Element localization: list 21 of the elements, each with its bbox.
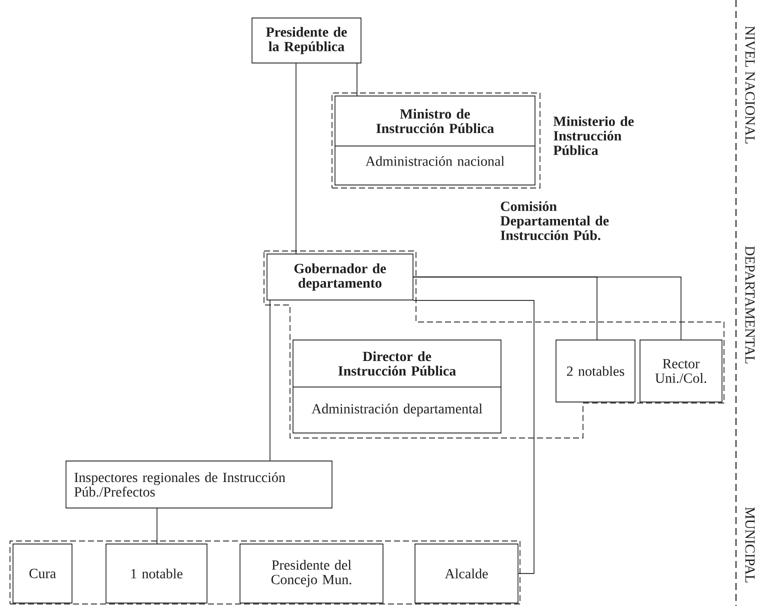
level-label: NIVEL NACIONAL — [745, 26, 755, 144]
connector-line — [413, 300, 534, 574]
org-box: 2 notables — [556, 340, 636, 402]
connector-line — [156, 508, 158, 544]
connector-line — [356, 63, 358, 96]
connector-line — [413, 276, 682, 340]
org-box: Inspectores regionales de Instrucción Púb./Prefectos — [66, 460, 332, 508]
group-heading: Ministerio de Instrucción Pública — [553, 116, 634, 156]
dashed-group-outline — [10, 540, 520, 604]
org-box: Alcalde — [414, 544, 518, 604]
org-box: Presidente del Concejo Mun. — [240, 544, 384, 604]
org-box: Cura — [12, 544, 72, 604]
org-box: Gobernador de departamento — [266, 254, 414, 300]
group-heading: Comisión Departamental de Instrucción Púb. — [500, 201, 609, 240]
level-label: DEPARTAMENTAL — [745, 246, 755, 364]
org-box: Presidente de la República — [252, 18, 362, 64]
org-box: Director de Instrucción Pública Administración departamental — [292, 340, 502, 434]
level-label: MUNICIPAL — [745, 507, 755, 582]
org-box: Rector Uni./Col. — [640, 340, 722, 402]
org-box: Ministro de Instrucción Pública Administración nacional — [334, 96, 536, 186]
org-box: 1 notable — [106, 544, 208, 604]
